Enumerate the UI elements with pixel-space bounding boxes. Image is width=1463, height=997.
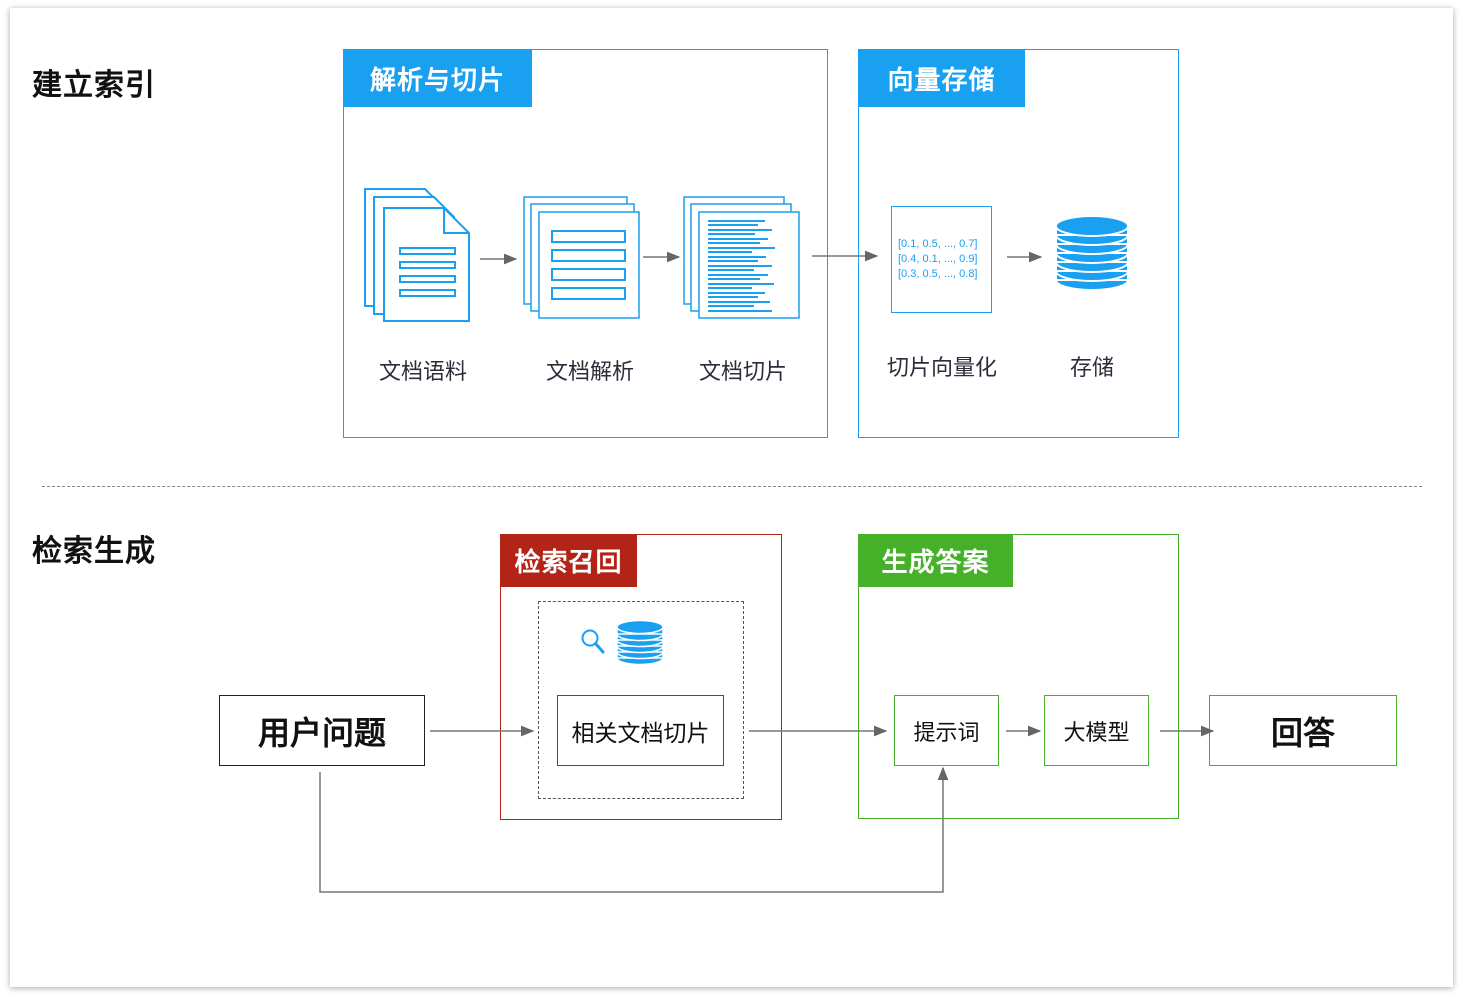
step-label-corpus: 文档语料 xyxy=(378,360,467,385)
panel-recall-tag: 检索召回 xyxy=(500,534,637,587)
magnifier-icon xyxy=(581,629,605,654)
vector-line: [0.1, 0.5, ..., 0.7] xyxy=(898,238,978,250)
panel-store-tag: 向量存储 xyxy=(858,49,1025,107)
vector-box: [0.1, 0.5, ..., 0.7] [0.4, 0.1, ..., 0.9… xyxy=(891,206,992,313)
node-answer: 回答 xyxy=(1209,695,1397,766)
node-user-question: 用户问题 xyxy=(219,695,425,766)
step-label-store: 存储 xyxy=(1069,356,1114,381)
step-label-parse: 文档解析 xyxy=(545,360,634,385)
panel-parse-tag: 解析与切片 xyxy=(343,49,532,107)
chunked-document-icon xyxy=(683,196,800,319)
node-llm: 大模型 xyxy=(1044,695,1149,766)
section-title-index: 建立索引 xyxy=(32,68,156,103)
panel-recall: 检索召回 xyxy=(500,534,782,820)
parsed-document-icon xyxy=(523,196,640,319)
step-label-chunk: 文档切片 xyxy=(698,360,787,385)
vector-line: [0.3, 0.5, ..., 0.8] xyxy=(898,268,978,280)
arrow-question-to-prompt xyxy=(319,766,949,893)
panel-generate: 生成答案 xyxy=(858,534,1179,819)
node-related-chunks: 相关文档切片 xyxy=(557,695,724,766)
section-divider xyxy=(42,486,1422,487)
database-icon xyxy=(1055,215,1129,291)
step-label-vectorize: 切片向量化 xyxy=(886,356,997,381)
section-title-retrieval: 检索生成 xyxy=(32,534,156,569)
node-prompt: 提示词 xyxy=(894,695,999,766)
panel-generate-tag: 生成答案 xyxy=(858,534,1013,587)
database-icon xyxy=(616,619,664,666)
document-stack-icon xyxy=(364,188,470,322)
panel-vector-store: 向量存储 xyxy=(858,49,1179,438)
diagram-card xyxy=(10,8,1453,987)
recall-inner-box xyxy=(538,601,744,799)
panel-parse-chunk: 解析与切片 xyxy=(343,49,828,438)
vector-line: [0.4, 0.1, ..., 0.9] xyxy=(898,253,978,265)
